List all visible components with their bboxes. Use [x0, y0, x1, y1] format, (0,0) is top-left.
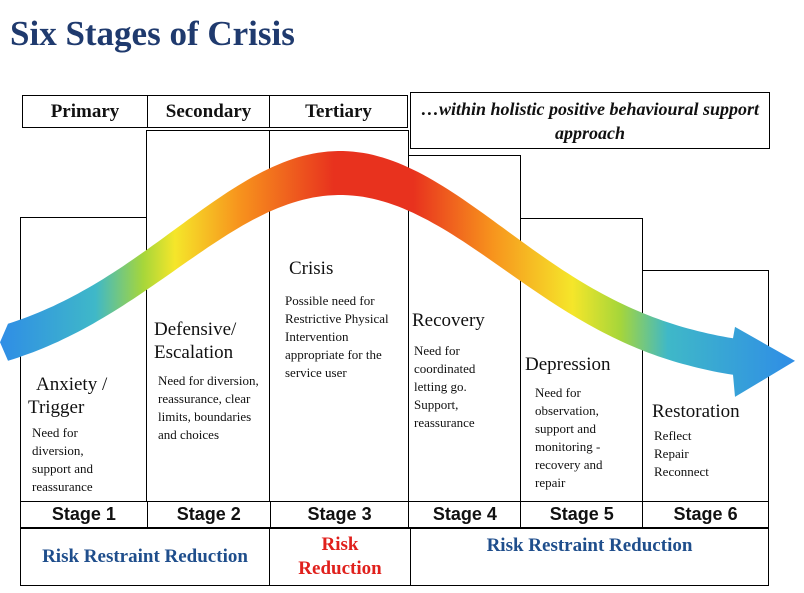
approach-note: …within holistic positive behavioural su…	[410, 92, 770, 149]
stage-6-label: Stage 6	[642, 501, 769, 528]
page-title: Six Stages of Crisis	[10, 14, 295, 53]
stage-3-name-line-1: Crisis	[289, 258, 334, 279]
stage-6-content: Restoration Reflect Repair Reconnect	[650, 400, 768, 481]
stage-4-description: Need for coordinated letting go. Support…	[414, 343, 476, 430]
stage-1-name-line-1: Anxiety /	[36, 374, 108, 395]
risk-reduction-line-2: Reduction	[298, 558, 382, 579]
header-tertiary: Tertiary	[269, 95, 408, 128]
stage-5-description: Need for observation, support and monito…	[535, 385, 603, 490]
stage-5-name-line-1: Depression	[525, 354, 611, 375]
stage-2-content: Defensive/ Escalation Need for diversion…	[154, 318, 269, 444]
stage-2-name-line-1: Defensive/	[154, 319, 237, 340]
crisis-curve-path	[0, 151, 795, 397]
stage-3-description: Possible need for Restrictive Physical I…	[285, 293, 389, 380]
stage-2-name-line-2: Escalation	[154, 342, 234, 363]
stage-4-name-line-1: Recovery	[412, 310, 485, 331]
stage-6-name-line-1: Restoration	[652, 401, 740, 422]
stage-2-label: Stage 2	[146, 501, 271, 528]
stage-5-content: Depression Need for observation, support…	[525, 353, 643, 492]
stage-1-name-line-2: Trigger	[28, 397, 85, 418]
stage-3-label: Stage 3	[269, 501, 410, 528]
stage-2-description: Need for diversion, reassurance, clear l…	[158, 373, 259, 442]
stage-label-row: Stage 1 Stage 2 Stage 3 Stage 4 Stage 5 …	[20, 501, 769, 528]
stage-1-label: Stage 1	[20, 501, 148, 528]
risk-reduction-line-1: Risk	[321, 534, 359, 555]
header-secondary: Secondary	[147, 95, 270, 128]
risk-restraint-reduction-left: Risk Restraint Reduction	[20, 528, 270, 586]
stage-4-content: Recovery Need for coordinated letting go…	[412, 309, 520, 432]
stage-1-description: Need for diversion, support and reassura…	[32, 425, 94, 494]
stage-4-label: Stage 4	[408, 501, 522, 528]
risk-reduction-middle: Risk Reduction	[269, 528, 411, 586]
stage-6-description: Reflect Repair Reconnect	[654, 428, 709, 479]
header-primary: Primary	[22, 95, 148, 128]
stage-3-content: Crisis Possible need for Restrictive Phy…	[283, 257, 403, 382]
stage-5-label: Stage 5	[520, 501, 644, 528]
stage-1-content: Anxiety / Trigger Need for diversion, su…	[28, 373, 143, 496]
risk-restraint-reduction-right: Risk Restraint Reduction	[410, 528, 769, 586]
